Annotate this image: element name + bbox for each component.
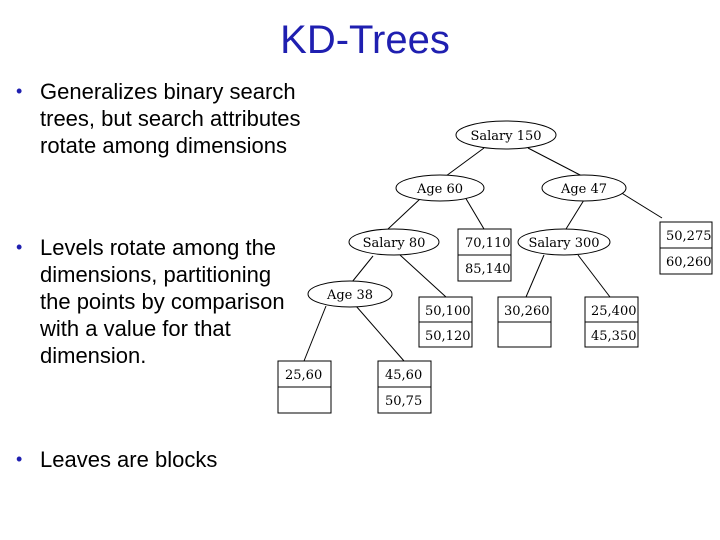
leaf-value: 25,60 — [285, 368, 322, 383]
edge — [464, 196, 485, 230]
leaf-block — [277, 360, 332, 414]
edge — [565, 199, 585, 230]
bullet-text: Generalizes binary search trees, but sea… — [40, 79, 301, 158]
edge — [527, 147, 583, 177]
node-label: Salary 300 — [528, 236, 599, 251]
node-salary-80: Salary 80 — [348, 228, 440, 256]
slide-title: KD-Trees — [280, 18, 450, 62]
node-age-47: Age 47 — [541, 174, 627, 202]
edge — [399, 254, 447, 298]
tree-edges — [303, 147, 663, 362]
leaf-value: 45,350 — [591, 329, 637, 344]
leaf-value: 30,260 — [504, 304, 550, 319]
leaf-labels: 70,110 85,140 50,275 60,260 50,100 50,12… — [285, 229, 712, 409]
node-label: Salary 150 — [470, 129, 541, 144]
edge — [577, 254, 611, 298]
edge — [445, 147, 485, 177]
edge — [355, 305, 405, 362]
node-age-38: Age 38 — [307, 280, 393, 308]
leaf-block — [418, 296, 473, 348]
leaf-value: 25,400 — [591, 304, 637, 319]
leaf-value: 85,140 — [465, 262, 511, 277]
bullet-dot-icon: • — [16, 449, 23, 469]
leaf-value: 50,120 — [425, 329, 471, 344]
bullet-text: Levels rotate among the dimensions, part… — [40, 235, 285, 368]
node-salary-300: Salary 300 — [517, 228, 611, 256]
leaf-value: 50,100 — [425, 304, 471, 319]
leaf-block — [659, 221, 713, 275]
node-label: Salary 80 — [363, 236, 426, 251]
leaf-value: 60,260 — [666, 255, 712, 270]
edge — [303, 305, 327, 362]
edge — [619, 191, 663, 219]
leaf-block — [457, 228, 512, 282]
leaf-value: 45,60 — [385, 368, 422, 383]
edge — [387, 198, 421, 230]
leaf-block — [377, 360, 432, 414]
node-salary-150: Salary 150 — [455, 120, 557, 150]
leaf-value: 50,275 — [666, 229, 712, 244]
bullet-text: Leaves are blocks — [40, 447, 218, 472]
leaf-block — [497, 296, 552, 348]
bullet-dot-icon: • — [16, 81, 23, 101]
bullet-dot-icon: • — [16, 237, 23, 257]
edge — [525, 254, 545, 298]
leaf-block — [584, 296, 639, 348]
leaf-value: 70,110 — [465, 236, 511, 251]
edge — [351, 255, 374, 283]
node-label: Age 60 — [416, 182, 463, 197]
node-label: Age 47 — [560, 182, 607, 197]
leaf-value: 50,75 — [385, 394, 422, 409]
node-label: Age 38 — [326, 288, 373, 303]
node-age-60: Age 60 — [395, 174, 485, 202]
